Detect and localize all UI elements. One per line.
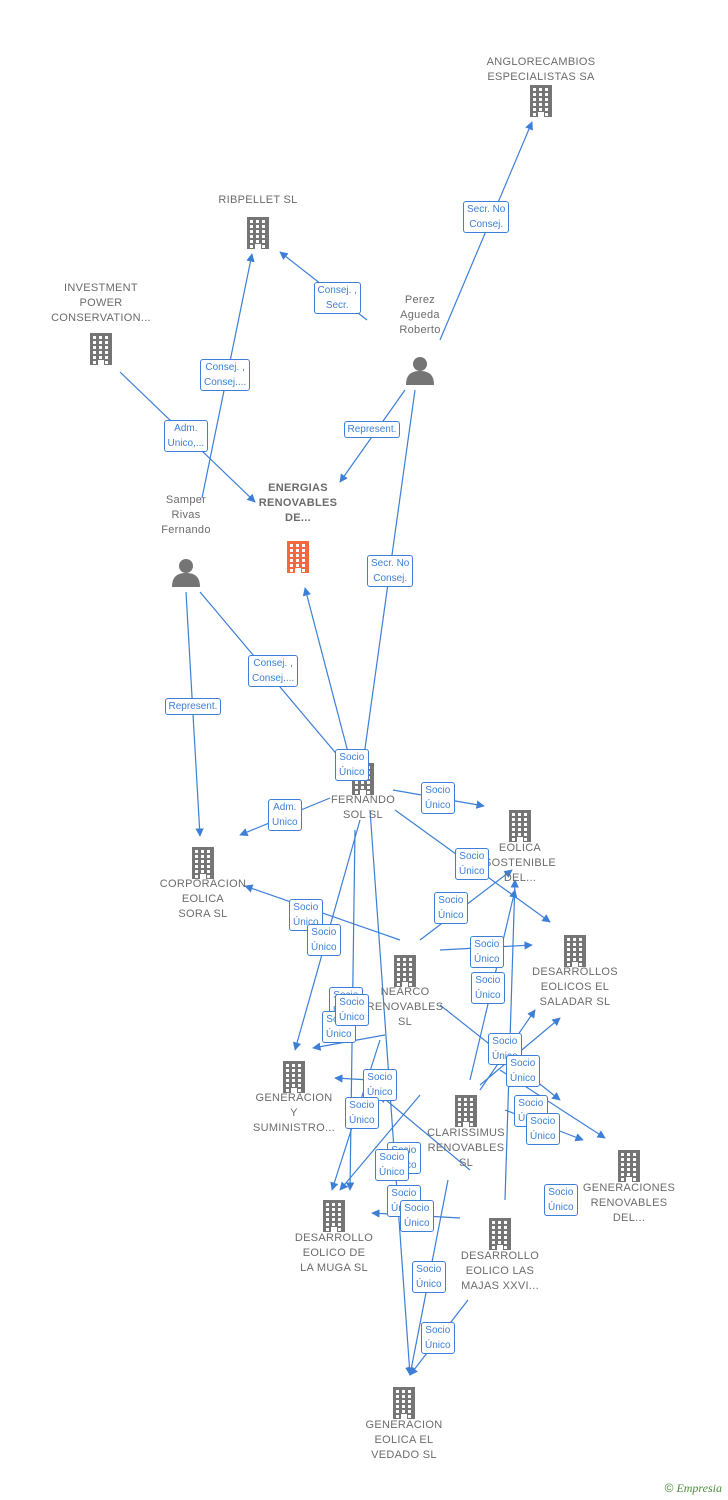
edge-line <box>379 1094 471 1171</box>
edge-label[interactable]: Socio Único <box>412 1261 446 1293</box>
building-icon[interactable] <box>561 933 589 972</box>
copyright-footer: © Empresia <box>665 1481 722 1496</box>
node-label-fernando[interactable]: FERNANDO SOL SL <box>330 794 396 821</box>
edge-label[interactable]: Consej. , Consej.... <box>200 359 251 391</box>
edge-line <box>339 1094 421 1191</box>
building-icon[interactable] <box>506 808 534 847</box>
edge-label[interactable]: Socio Único <box>470 936 504 968</box>
edge-label[interactable]: Socio Único <box>375 1149 409 1181</box>
edge-label[interactable]: Socio Único <box>335 994 369 1026</box>
building-icon[interactable] <box>486 1216 514 1255</box>
edge-label[interactable]: Socio Único <box>421 1322 455 1354</box>
node-label-desarrollo_muga[interactable]: DESARROLLO EOLICO DE LA MUGA SL <box>294 1232 374 1274</box>
copyright-symbol: © <box>664 1481 674 1495</box>
edge-line <box>302 587 351 761</box>
building-icon[interactable] <box>615 1148 643 1187</box>
edge-label[interactable]: Socio Único <box>307 924 341 956</box>
edge-label[interactable]: Socio Único <box>289 899 323 931</box>
brand-name: Empresia <box>676 1481 722 1495</box>
edge-label[interactable]: Socio Único <box>335 749 369 781</box>
node-label-ribpellet[interactable]: RIBPELLET SL <box>218 194 298 206</box>
edge-label[interactable]: Adm. Unico <box>268 799 302 831</box>
building-icon[interactable] <box>390 1385 418 1424</box>
edge-label[interactable]: Socio Único <box>471 972 505 1004</box>
edge-label[interactable]: Consej. , Consej.... <box>248 655 299 687</box>
edge-label[interactable]: Socio Único <box>345 1097 379 1129</box>
edge-label[interactable]: Socio Único <box>400 1200 434 1232</box>
edge-label[interactable]: Socio Único <box>434 892 468 924</box>
building-icon[interactable] <box>87 331 115 370</box>
node-label-generacion_sum[interactable]: GENERACION Y SUMINISTRO... <box>252 1092 336 1134</box>
node-label-corporacion[interactable]: CORPORACION EOLICA SORA SL <box>159 878 247 920</box>
building-icon[interactable] <box>452 1093 480 1132</box>
node-label-samper[interactable]: Samper Rivas Fernando <box>161 494 211 536</box>
building-icon[interactable] <box>280 1059 308 1098</box>
edge-label[interactable]: Socio Único <box>421 782 455 814</box>
node-label-nearco[interactable]: NEARCO RENOVABLES SL <box>366 986 444 1028</box>
edge-label[interactable]: Socio Único <box>506 1055 540 1087</box>
edge-label[interactable]: Represent. <box>343 420 401 438</box>
node-label-generaciones_ren[interactable]: GENERACIONES RENOVABLES DEL... <box>582 1182 676 1224</box>
node-label-eolica_sost[interactable]: EOLICA SOSTENIBLE DEL... <box>483 842 557 884</box>
node-label-investment[interactable]: INVESTMENT POWER CONSERVATION... <box>51 282 151 324</box>
edge-label[interactable]: Consej. , Secr. <box>313 282 361 314</box>
edge-label[interactable]: Socio Único <box>544 1184 578 1216</box>
node-label-desarrollo_majas[interactable]: DESARROLLO EOLICO LAS MAJAS XXVI... <box>460 1250 540 1292</box>
person-icon[interactable] <box>171 557 201 592</box>
edge-label[interactable]: Socio Único <box>363 1069 397 1101</box>
edge-label[interactable]: Represent. <box>164 697 222 715</box>
building-icon[interactable] <box>320 1198 348 1237</box>
node-label-energias[interactable]: ENERGIAS RENOVABLES DE... <box>258 482 338 524</box>
node-label-generacion_vedado[interactable]: GENERACION EOLICA EL VEDADO SL <box>365 1419 443 1461</box>
node-label-desarrollos_saladar[interactable]: DESARROLLOS EOLICOS EL SALADAR SL <box>532 966 618 1008</box>
edge-label[interactable]: Secr. No Consej. <box>367 555 414 587</box>
building-icon[interactable] <box>527 83 555 122</box>
node-label-perez[interactable]: Perez Agueda Roberto <box>399 294 441 336</box>
building-icon[interactable] <box>391 953 419 992</box>
node-label-clarissimus[interactable]: CLARISSIMUS RENOVABLES SL <box>427 1127 505 1169</box>
person-icon[interactable] <box>405 355 435 390</box>
building-icon[interactable] <box>189 845 217 884</box>
node-label-anglo[interactable]: ANGLORECAMBIOS ESPECIALISTAS SA <box>486 56 596 83</box>
edge-label[interactable]: Socio Único <box>526 1113 560 1145</box>
edge-label[interactable]: Socio Único <box>455 848 489 880</box>
building-icon[interactable] <box>244 215 272 254</box>
building-icon[interactable] <box>284 539 312 578</box>
edge-label[interactable]: Secr. No Consej. <box>463 201 510 233</box>
edge-label[interactable]: Adm. Unico,... <box>163 420 209 452</box>
